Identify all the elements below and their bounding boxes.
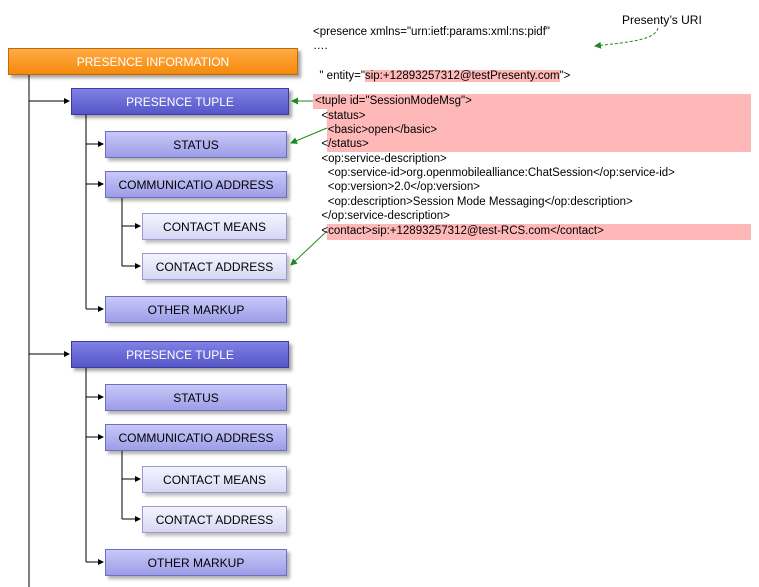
xml-line: <basic>open</basic> <box>315 124 438 136</box>
other-markup-box: OTHER MARKUP <box>105 296 287 323</box>
entity-line: " entity="sip:+12893257312@testPresenty.… <box>313 54 570 83</box>
contact-means-box: CONTACT MEANS <box>142 213 287 240</box>
communication-address-box: COMMUNICATIO ADDRESS <box>105 424 287 451</box>
xml-line: <op:version>2.0</op:version> <box>315 181 480 193</box>
status-box: STATUS <box>105 131 287 158</box>
status-highlight <box>327 109 751 152</box>
xml-line: <op:service-id>org.openmobilealliance:Ch… <box>315 167 675 179</box>
xml-line: <contact>sip:+12893257312@test-RCS.com</… <box>315 225 604 237</box>
xml-ellipsis: …. <box>313 40 328 52</box>
xml-line: <op:description>Session Mode Messaging</… <box>315 196 633 208</box>
status-box: STATUS <box>105 384 287 411</box>
presence-tuple-box: PRESENCE TUPLE <box>71 341 289 368</box>
contact-address-box: CONTACT ADDRESS <box>142 506 287 533</box>
presence-tuple-box: PRESENCE TUPLE <box>71 88 289 115</box>
communication-address-box: COMMUNICATIO ADDRESS <box>105 171 287 198</box>
xml-line: <op:service-description> <box>315 153 447 165</box>
contact-means-box: CONTACT MEANS <box>142 466 287 493</box>
presence-xml-line: <presence xmlns="urn:ietf:params:xml:ns:… <box>313 26 550 38</box>
entity-suffix: "> <box>559 69 571 82</box>
xml-line: <status> <box>315 110 366 122</box>
xml-line: <tuple id="SessionModeMsg"> <box>315 95 472 107</box>
contact-highlight <box>327 224 751 240</box>
presenty-uri: sip:+12893257312@testPresenty.com <box>364 69 560 82</box>
entity-prefix: " entity=" <box>319 69 365 82</box>
tuple-highlight <box>313 94 751 109</box>
xml-line: </op:service-description> <box>315 210 450 222</box>
other-markup-box: OTHER MARKUP <box>105 549 287 576</box>
xml-line: </status> <box>315 138 369 150</box>
contact-address-box: CONTACT ADDRESS <box>142 253 287 280</box>
presence-information-box: PRESENCE INFORMATION <box>8 48 298 75</box>
presenty-uri-label: Presenty’s URI <box>622 13 702 27</box>
